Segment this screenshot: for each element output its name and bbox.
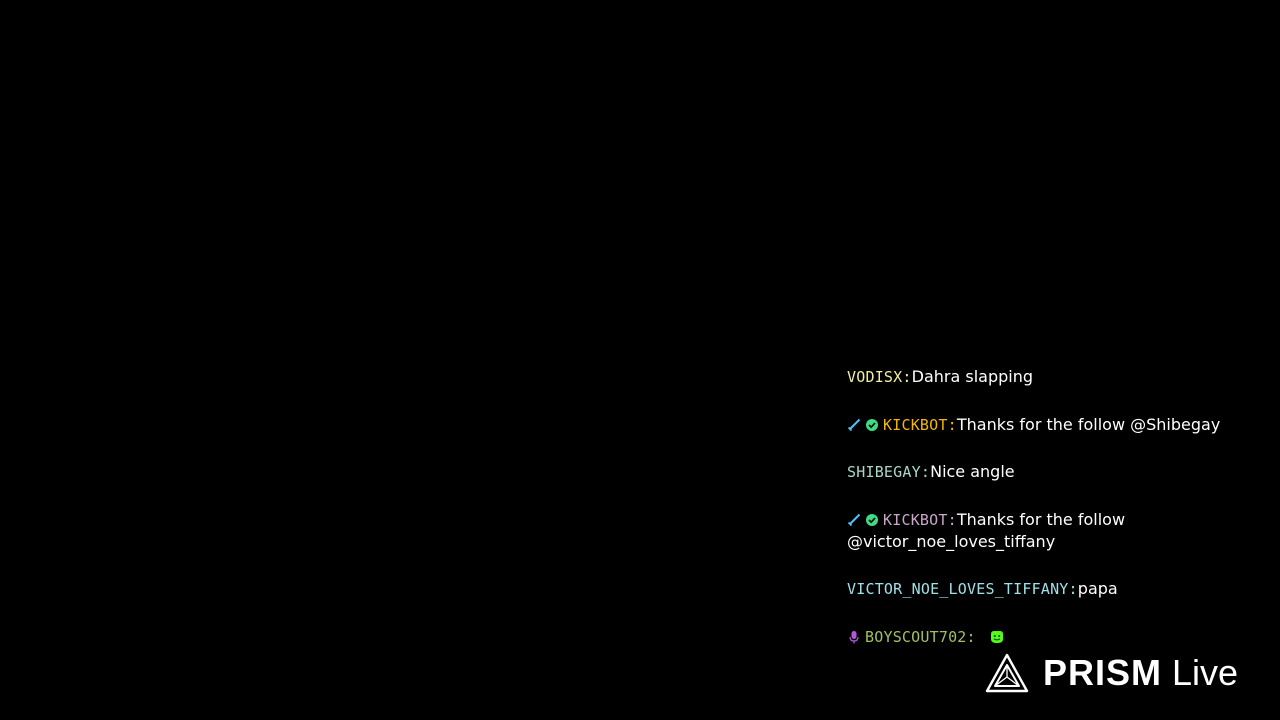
chat-message: VODISX:Dahra slapping [847, 366, 1272, 388]
verified-badge-icon [865, 418, 879, 432]
live-brand-text: Live [1172, 652, 1239, 693]
chat-separator: : [966, 627, 986, 646]
green-smiley-emote-icon [989, 629, 1005, 645]
chat-text: Dahra slapping [911, 367, 1033, 386]
mic-badge-icon [847, 630, 861, 644]
prism-triangle-logo-icon [985, 653, 1029, 693]
chat-separator: : [947, 510, 957, 529]
chat-separator: : [947, 415, 957, 434]
chat-username: VODISX [847, 368, 903, 386]
chat-message: SHIBEGAY:Nice angle [847, 461, 1272, 483]
chat-message: KICKBOT:Thanks for the follow @Shibegay [847, 414, 1272, 436]
chat-message: KICKBOT:Thanks for the follow @victor_no… [847, 509, 1272, 553]
sword-badge-icon [847, 513, 861, 527]
chat-username: SHIBEGAY [847, 463, 921, 481]
chat-text: Thanks for the follow @victor_noe_loves_… [847, 509, 1126, 551]
chat-text: Thanks for the follow @Shibegay [956, 414, 1221, 434]
chat-separator: : [1068, 580, 1078, 598]
chat-username: VICTOR_NOE_LOVES_TIFFANY [847, 580, 1069, 598]
verified-badge-icon [865, 513, 879, 527]
chat-text: papa [1077, 579, 1118, 598]
prism-brand-text: PRISM [1043, 652, 1163, 693]
chat-text: Nice angle [930, 462, 1015, 481]
prism-live-watermark: PRISM Live [985, 652, 1238, 694]
chat-message: VICTOR_NOE_LOVES_TIFFANY:papa [847, 578, 1272, 600]
chat-username: BOYSCOUT702 [865, 627, 967, 646]
sword-badge-icon [847, 418, 861, 432]
chat-separator: : [920, 463, 931, 481]
chat-username: KICKBOT [883, 415, 948, 434]
chat-message: BOYSCOUT702: [847, 626, 1272, 648]
chat-overlay: VODISX:Dahra slapping KICKBOT:Thanks for… [847, 366, 1272, 673]
chat-separator: : [902, 368, 912, 386]
chat-username: KICKBOT [883, 510, 948, 529]
